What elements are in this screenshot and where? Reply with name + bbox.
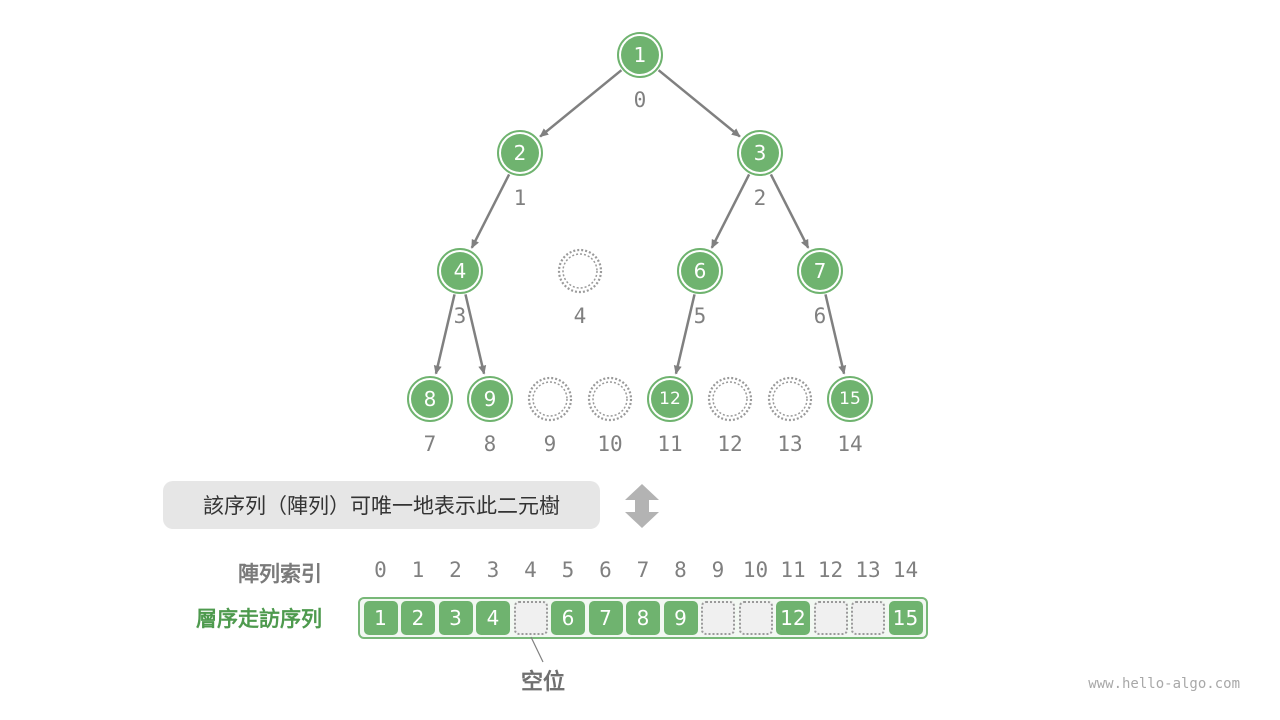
tree-node-index: 2 <box>754 186 767 210</box>
sequence-empty-cell <box>738 601 773 635</box>
tree-node-index: 6 <box>814 304 827 328</box>
tree-node-value: 12 <box>659 389 681 409</box>
tree-node-index: 3 <box>454 304 467 328</box>
array-index: 5 <box>561 558 575 582</box>
array-index: 8 <box>674 558 687 582</box>
array-index: 6 <box>599 558 612 582</box>
tree-node: 98 <box>467 376 513 456</box>
tree-node: 21 <box>497 130 543 210</box>
tree-node: 32 <box>737 130 783 210</box>
tree-node-index: 13 <box>777 432 802 456</box>
tree-edge <box>673 294 696 375</box>
tree-empty-slot: 10 <box>587 376 633 456</box>
tree-node-index: 4 <box>574 304 587 328</box>
tree-edge <box>464 294 487 375</box>
array-index: 12 <box>817 558 844 582</box>
sequence-cell: 8 <box>626 601 660 635</box>
sequence-cell: 15 <box>888 601 923 635</box>
sequence-cell: 3 <box>438 601 473 635</box>
tree-empty-slot: 13 <box>767 376 813 456</box>
sequence-empty-cell <box>851 601 885 635</box>
tree-node-index: 7 <box>424 432 437 456</box>
array-index: 10 <box>742 558 769 582</box>
tree-node-index: 14 <box>837 432 862 456</box>
sequence-cell: 4 <box>476 601 510 635</box>
tree-node-index: 12 <box>717 432 742 456</box>
caption-box: 該序列（陣列）可唯一地表示此二元樹 <box>163 481 600 529</box>
caption-text: 該序列（陣列）可唯一地表示此二元樹 <box>203 494 560 518</box>
tree-empty-slot: 12 <box>707 376 753 456</box>
array-index: 11 <box>780 558 806 582</box>
tree-edge <box>539 69 623 138</box>
sequence-cell: 6 <box>551 601 585 635</box>
tree-node-index: 9 <box>544 432 557 456</box>
array-index: 2 <box>449 558 462 582</box>
tree-node: 12 11 <box>647 376 693 456</box>
array-index: 0 <box>374 558 387 582</box>
level-order-sequence-label: 層序走訪序列 <box>196 607 322 631</box>
array-index: 7 <box>636 558 650 582</box>
tree-empty-slot: 9 <box>527 376 573 456</box>
tree-node-index: 1 <box>514 186 527 210</box>
sequence-cell: 9 <box>663 601 698 635</box>
tree-node: 43 <box>437 248 483 328</box>
tree-node-value: 7 <box>814 259 827 283</box>
tree-node-index: 11 <box>657 432 682 456</box>
array-index: 1 <box>411 558 425 582</box>
tree-node-value: 3 <box>754 141 767 165</box>
tree-edge <box>824 294 847 375</box>
tree-node-value: 8 <box>424 387 437 411</box>
tree-node-index: 10 <box>597 432 622 456</box>
watermark: www.hello-algo.com <box>1088 676 1240 692</box>
array-index: 4 <box>524 558 537 582</box>
sequence-empty-cell <box>813 601 848 635</box>
tree-node: 76 <box>797 248 843 328</box>
tree-node-value: 2 <box>514 141 527 165</box>
tree-node: 65 <box>677 248 723 328</box>
sequence-empty-cell <box>513 601 548 635</box>
tree-edge <box>433 294 456 375</box>
tree-node-index: 8 <box>484 432 497 456</box>
tree-node-value: 6 <box>694 259 707 283</box>
array-index: 13 <box>855 558 881 582</box>
tree-edge <box>470 173 511 249</box>
tree-edge <box>769 173 810 249</box>
tree-node-value: 4 <box>454 259 467 283</box>
array-index: 9 <box>711 558 725 582</box>
tree-empty-slot: 4 <box>557 248 603 328</box>
double-arrow-vertical-icon <box>625 484 659 528</box>
sequence-cell: 1 <box>363 601 398 635</box>
tree-node-value: 9 <box>484 387 497 411</box>
sequence-cell: 2 <box>401 601 435 635</box>
tree-node: 10 <box>617 32 663 112</box>
tree-node-value: 1 <box>634 43 647 67</box>
tree-node-index: 0 <box>634 88 647 112</box>
sequence-empty-cell <box>701 601 735 635</box>
tree-edge <box>657 69 741 138</box>
array-index: 3 <box>486 558 500 582</box>
sequence-cell: 7 <box>588 601 623 635</box>
array-index: 14 <box>892 558 919 582</box>
tree-node-index: 5 <box>694 304 707 328</box>
tree-node: 87 <box>407 376 453 456</box>
array-index-label: 陣列索引 <box>238 562 322 586</box>
sequence-cell: 12 <box>776 601 810 635</box>
tree-node-value: 15 <box>839 389 861 409</box>
empty-slot-label: 空位 <box>520 670 565 695</box>
tree-edge <box>710 173 751 249</box>
